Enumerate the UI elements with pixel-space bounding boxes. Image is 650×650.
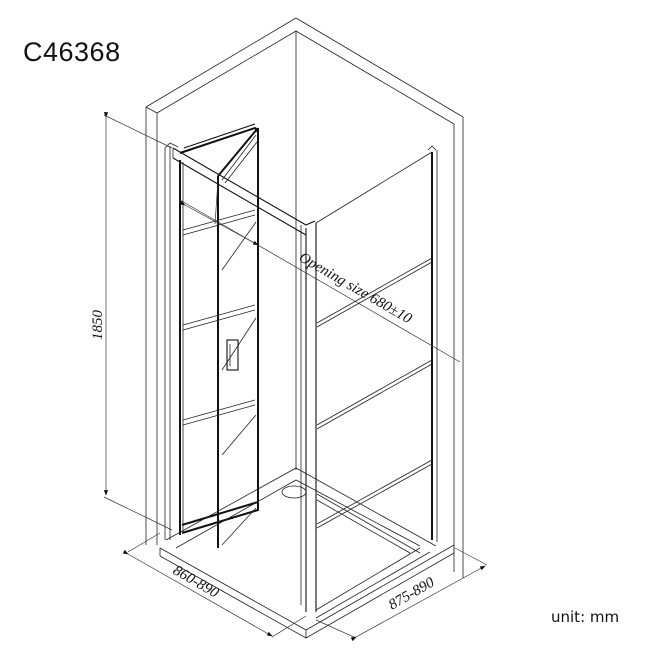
opening-dimension: Opening size 680±10 <box>179 179 461 363</box>
top-rail <box>172 147 316 236</box>
wall-outline <box>145 17 464 578</box>
fixed-side-panel <box>315 145 438 542</box>
side-width-label: 875-890 <box>386 574 438 613</box>
corner-post <box>300 223 317 612</box>
shower-tray <box>159 467 455 639</box>
bifold-door-right-leaf <box>179 123 259 546</box>
door-handle-icon <box>226 339 239 371</box>
left-wall-profile <box>164 142 179 540</box>
bifold-door-left-leaf <box>179 160 259 548</box>
unit-label: unit: mm <box>551 608 620 626</box>
opening-label: Opening size 680±10 <box>296 250 415 328</box>
front-width-dimension: 860-890 <box>122 532 307 638</box>
height-dimension: 1850 <box>90 112 173 531</box>
drain-icon <box>281 485 307 499</box>
side-width-dimension: 875-890 <box>315 547 488 642</box>
height-label: 1850 <box>90 310 106 341</box>
model-code: C46368 <box>23 37 121 67</box>
